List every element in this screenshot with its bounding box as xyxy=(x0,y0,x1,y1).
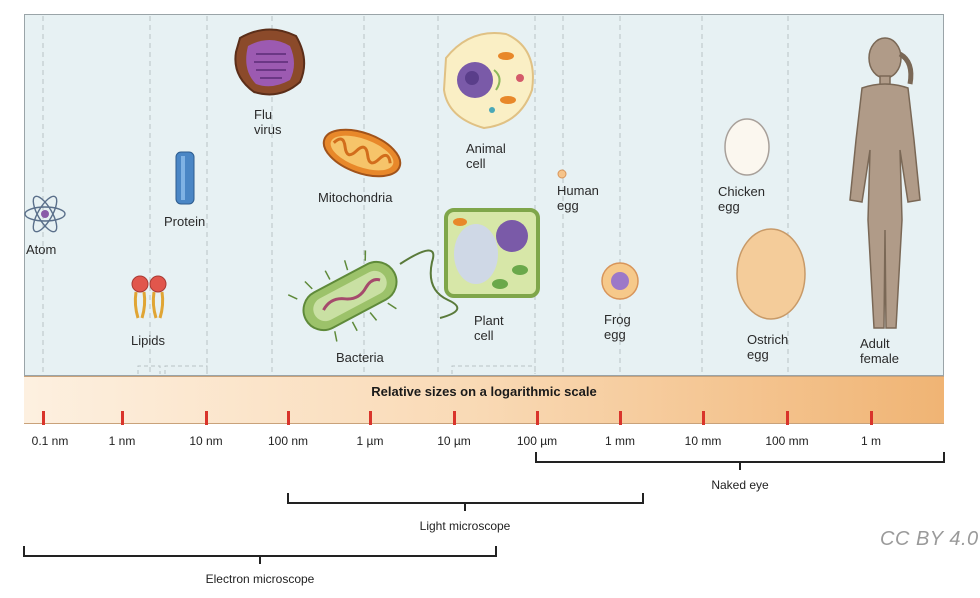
chicken-egg-icon xyxy=(724,118,770,176)
adult-female-icon xyxy=(849,37,921,329)
animal-cell-icon xyxy=(442,32,534,130)
tick-label: 100 µm xyxy=(516,434,558,448)
ostrich-egg-label: Ostrich egg xyxy=(747,332,789,362)
adult-female-label: Adult female xyxy=(860,336,900,366)
tick-label: 10 mm xyxy=(684,434,722,448)
lipids-label: Lipids xyxy=(131,333,165,348)
tick-label: 1 nm xyxy=(108,434,136,448)
tick-label: 1 m xyxy=(860,434,882,448)
bracket-guides xyxy=(137,365,536,374)
tick-label: 100 mm xyxy=(765,434,809,448)
tick-mark xyxy=(42,411,45,425)
tick-mark xyxy=(786,411,789,425)
scale-title: Relative sizes on a logarithmic scale xyxy=(371,384,597,399)
license-credit: CC BY 4.0 xyxy=(880,528,979,550)
flu-virus-label: Flu virus xyxy=(254,107,282,137)
human-egg-label: Human egg xyxy=(557,183,599,213)
lipids-icon xyxy=(131,275,167,319)
frog-egg-label: Frog egg xyxy=(604,312,631,342)
flu-virus-icon xyxy=(234,28,306,96)
protein-label: Protein xyxy=(164,214,206,229)
tick-label: 10 nm xyxy=(189,434,223,448)
tick-label: 10 µm xyxy=(437,434,471,448)
bacteria-icon xyxy=(287,249,459,342)
naked-eye-label: Naked eye xyxy=(711,478,769,492)
bacteria-label: Bacteria xyxy=(336,350,384,365)
plant-cell-label: Plant cell xyxy=(474,313,504,343)
chicken-egg-label: Chicken egg xyxy=(718,184,765,214)
tick-mark xyxy=(287,411,290,425)
tick-mark xyxy=(369,411,372,425)
electron-microscope-bracket xyxy=(23,546,497,564)
ostrich-egg-icon xyxy=(736,228,806,320)
light-microscope-label: Light microscope xyxy=(419,519,511,533)
tick-label: 100 nm xyxy=(267,434,309,448)
mitochondria-icon xyxy=(322,128,402,178)
scale-band xyxy=(24,376,944,424)
tick-label: 1 µm xyxy=(356,434,384,448)
frog-egg-icon xyxy=(601,262,639,300)
tick-mark xyxy=(870,411,873,425)
atom-icon xyxy=(24,195,66,233)
human-egg-icon xyxy=(557,169,567,179)
protein-icon xyxy=(175,151,195,205)
guide-lines xyxy=(42,16,789,374)
tick-mark xyxy=(205,411,208,425)
animal-cell-label: Animal cell xyxy=(466,141,506,171)
tick-mark xyxy=(536,411,539,425)
tick-mark xyxy=(121,411,124,425)
tick-mark xyxy=(619,411,622,425)
naked-eye-bracket xyxy=(535,452,945,470)
tick-mark xyxy=(702,411,705,425)
plant-cell-icon xyxy=(444,208,540,298)
tick-label: 1 mm xyxy=(605,434,635,448)
light-microscope-bracket xyxy=(287,493,644,511)
tick-label: 0.1 nm xyxy=(31,434,69,448)
tick-mark xyxy=(453,411,456,425)
atom-label: Atom xyxy=(26,242,57,257)
electron-microscope-label: Electron microscope xyxy=(205,572,315,586)
mitochondria-label: Mitochondria xyxy=(318,190,393,205)
